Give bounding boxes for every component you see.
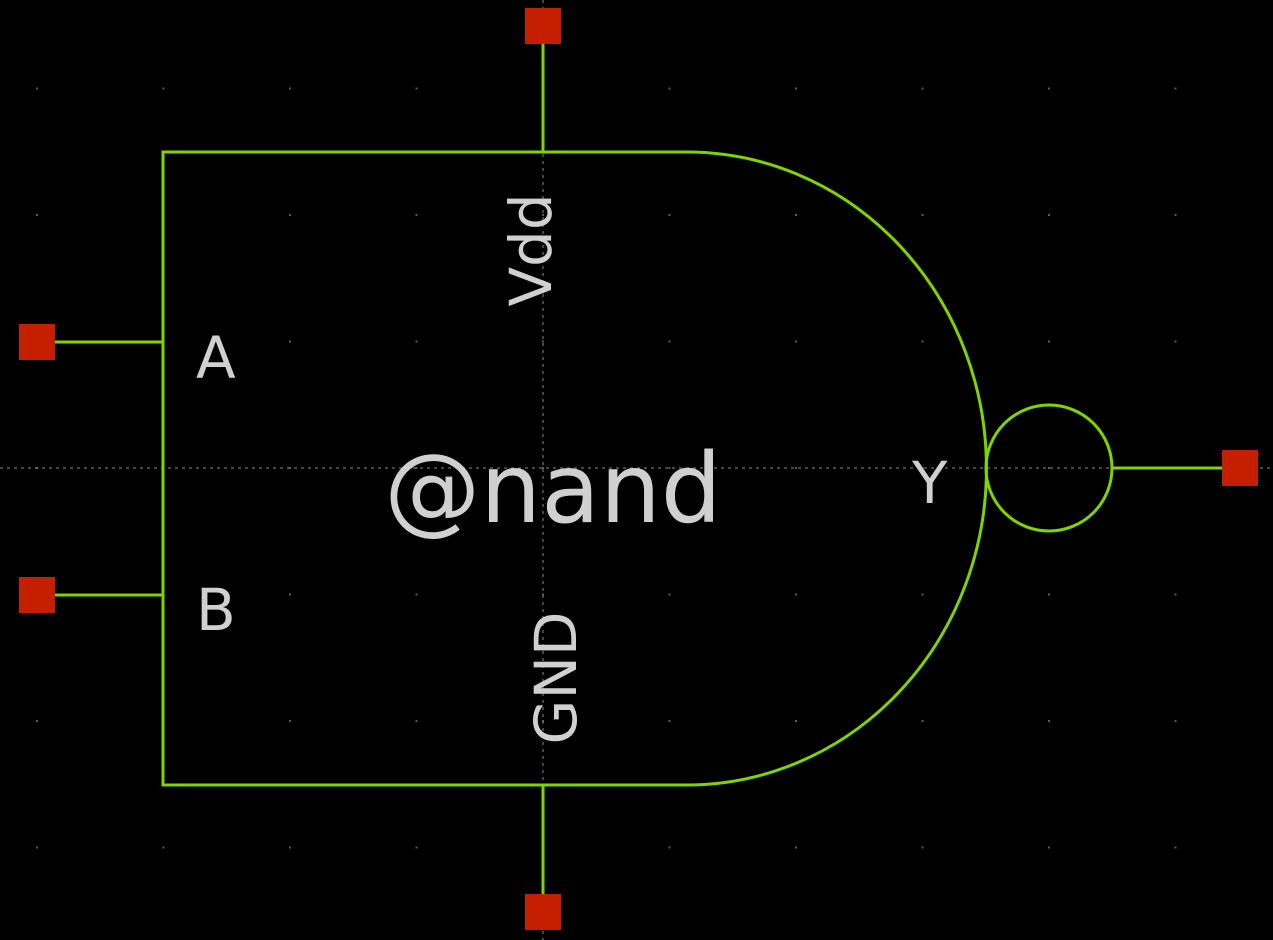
- grid-dot: [921, 720, 924, 722]
- grid-dot: [1048, 467, 1050, 469]
- grid-dot: [668, 340, 671, 343]
- grid-dot: [921, 593, 924, 596]
- pin-label-vdd: Vdd: [497, 193, 565, 306]
- grid-dot: [162, 846, 165, 849]
- pin-marker-b[interactable]: [19, 577, 55, 613]
- pin-marker-gnd[interactable]: [525, 894, 561, 930]
- grid-dot: [1174, 87, 1177, 90]
- grid-dot: [289, 87, 291, 90]
- grid-dot: [542, 593, 544, 596]
- grid-dot: [1174, 593, 1177, 596]
- grid-dot: [668, 720, 671, 722]
- grid-dot: [921, 846, 924, 849]
- grid-dot: [921, 467, 924, 469]
- pin-label-gnd: GND: [522, 612, 590, 745]
- grid-dot: [415, 593, 418, 596]
- pin-label-b: B: [196, 576, 236, 644]
- grid-dot: [795, 720, 797, 722]
- grid-dot: [921, 340, 924, 343]
- symbol-name-label: @nand: [384, 433, 721, 545]
- grid-dot: [795, 340, 797, 343]
- grid-dot: [795, 87, 797, 90]
- grid-dot: [415, 720, 418, 722]
- grid-dot: [668, 87, 671, 90]
- grid-dot: [668, 214, 671, 216]
- grid-dot: [1048, 593, 1050, 596]
- grid-dot: [289, 340, 291, 343]
- grid-dot: [1174, 214, 1177, 216]
- pin-label-a: A: [196, 324, 236, 392]
- grid-dot: [1048, 720, 1050, 722]
- grid-dot: [289, 846, 291, 849]
- grid-dot: [795, 214, 797, 216]
- grid-dot: [1048, 214, 1050, 216]
- grid-dot: [415, 87, 418, 90]
- grid-dot: [415, 846, 418, 849]
- pin-marker-a[interactable]: [19, 324, 55, 360]
- grid-dot: [795, 467, 797, 469]
- grid-dot: [36, 846, 38, 849]
- grid-dot: [162, 87, 165, 90]
- grid-dot: [1174, 720, 1177, 722]
- grid-dot: [668, 846, 671, 849]
- pin-label-y: Y: [911, 449, 948, 517]
- grid-dot: [668, 593, 671, 596]
- grid-dot: [1174, 846, 1177, 849]
- grid-dot: [542, 467, 544, 469]
- grid-dot: [289, 214, 291, 216]
- grid-dot: [289, 593, 291, 596]
- grid-dot: [542, 340, 544, 343]
- grid-dot: [795, 593, 797, 596]
- grid-dot: [36, 720, 38, 722]
- grid-dot: [921, 214, 924, 216]
- grid-dot: [921, 87, 924, 90]
- grid-dot: [1048, 87, 1050, 90]
- grid-dot: [36, 87, 38, 90]
- grid-dot: [795, 846, 797, 849]
- pin-marker-vdd[interactable]: [525, 8, 561, 44]
- grid-dot: [1048, 340, 1050, 343]
- grid-dot: [1048, 846, 1050, 849]
- grid-dot: [415, 467, 418, 469]
- grid-dot: [542, 214, 544, 216]
- grid-dot: [36, 214, 38, 216]
- grid-dot: [289, 720, 291, 722]
- pin-marker-y[interactable]: [1222, 450, 1258, 486]
- grid-dot: [415, 340, 418, 343]
- grid-dot: [668, 467, 671, 469]
- grid-dot: [1174, 340, 1177, 343]
- grid-dot: [415, 214, 418, 216]
